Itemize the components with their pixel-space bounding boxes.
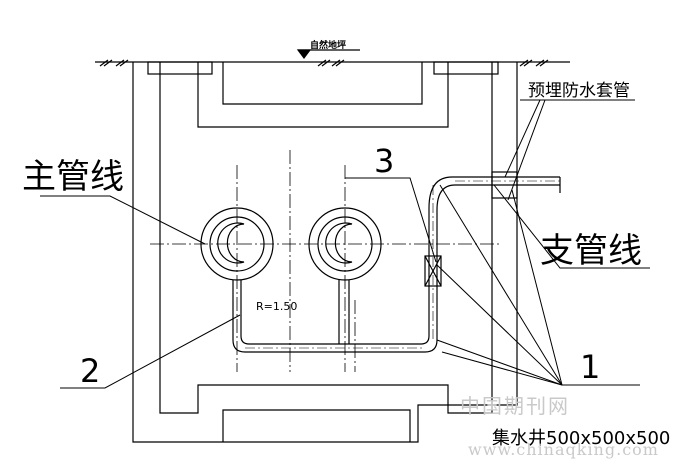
leader-lines [40, 99, 650, 389]
watermark-cn: 中国期刊网 [460, 394, 570, 418]
main-pipe-right [308, 207, 382, 281]
well-walls [132, 61, 518, 443]
valve [424, 255, 442, 287]
main-pipe-label: 主管线 [22, 157, 124, 197]
center-lines [150, 150, 500, 372]
callout-1: 1 [580, 348, 600, 386]
radius-label: R=1.50 [256, 300, 297, 313]
watermark-url: www.chinaqking.com [468, 440, 659, 459]
callout-3: 3 [374, 142, 394, 180]
ground-line [95, 59, 570, 67]
sump-label: 集水井500x500x500 [492, 428, 670, 449]
branch-pipe-label: 支管线 [540, 231, 642, 271]
main-pipe-left [200, 207, 274, 281]
sleeve-label: 预埋防水套管 [528, 81, 630, 101]
ground-level-marker [296, 49, 312, 59]
ground-label: 自然地坪 [310, 39, 346, 51]
callout-2: 2 [80, 352, 100, 390]
drain-pipes [232, 176, 561, 353]
